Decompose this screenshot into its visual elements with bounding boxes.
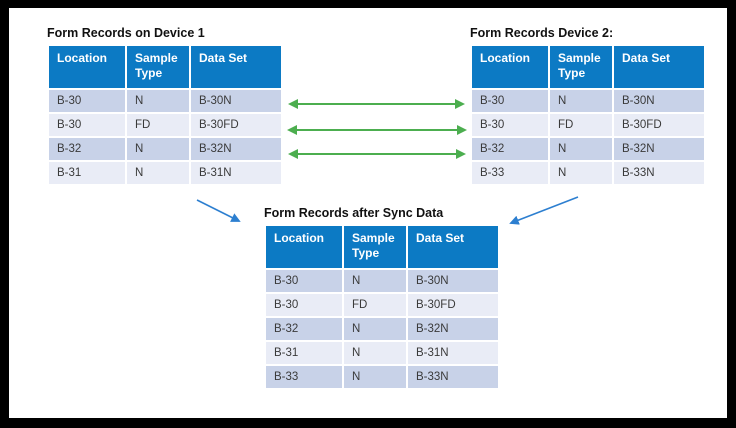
synced-table-title: Form Records after Sync Data [264,206,444,220]
column-header: Sample Type [550,46,612,88]
table-cell: B-30 [266,294,342,316]
column-header: Data Set [408,226,498,268]
column-header: Sample Type [127,46,189,88]
column-header: Location [472,46,548,88]
table-cell: B-30N [614,90,704,112]
table-cell: B-32N [191,138,281,160]
table-cell: B-30 [49,114,125,136]
table-cell: N [344,318,406,340]
table-cell: N [550,162,612,184]
table-cell: B-30 [472,114,548,136]
column-header: Data Set [191,46,281,88]
column-header: Sample Type [344,226,406,268]
table-cell: N [127,90,189,112]
table-cell: B-32N [408,318,498,340]
table-cell: B-32 [266,318,342,340]
table-cell: B-31 [266,342,342,364]
table-cell: B-31N [408,342,498,364]
table-cell: N [127,162,189,184]
table-cell: N [127,138,189,160]
table-cell: B-31 [49,162,125,184]
table-cell: B-32 [472,138,548,160]
merge-arrow-left-icon [196,199,241,222]
device1-table-title: Form Records on Device 1 [47,26,205,40]
table-cell: N [344,270,406,292]
table-cell: N [344,366,406,388]
table-cell: B-33 [472,162,548,184]
table-cell: N [550,90,612,112]
column-header: Data Set [614,46,704,88]
device2-table-title: Form Records Device 2: [470,26,614,40]
table-cell: N [550,138,612,160]
table-cell: B-30 [49,90,125,112]
table-cell: B-32 [49,138,125,160]
table-cell: B-30 [472,90,548,112]
table-cell: B-30 [266,270,342,292]
table-cell: FD [127,114,189,136]
column-header: Location [49,46,125,88]
table-cell: N [344,342,406,364]
table-cell: B-30N [408,270,498,292]
table-cell: B-30FD [408,294,498,316]
table-cell: B-30N [191,90,281,112]
table-cell: B-30FD [191,114,281,136]
column-header: Location [266,226,342,268]
table-cell: FD [344,294,406,316]
table-cell: FD [550,114,612,136]
merge-arrow-right-icon [509,196,579,225]
table-cell: B-33N [614,162,704,184]
table-cell: B-30FD [614,114,704,136]
table-cell: B-33 [266,366,342,388]
table-cell: B-31N [191,162,281,184]
table-cell: B-33N [408,366,498,388]
table-cell: B-32N [614,138,704,160]
